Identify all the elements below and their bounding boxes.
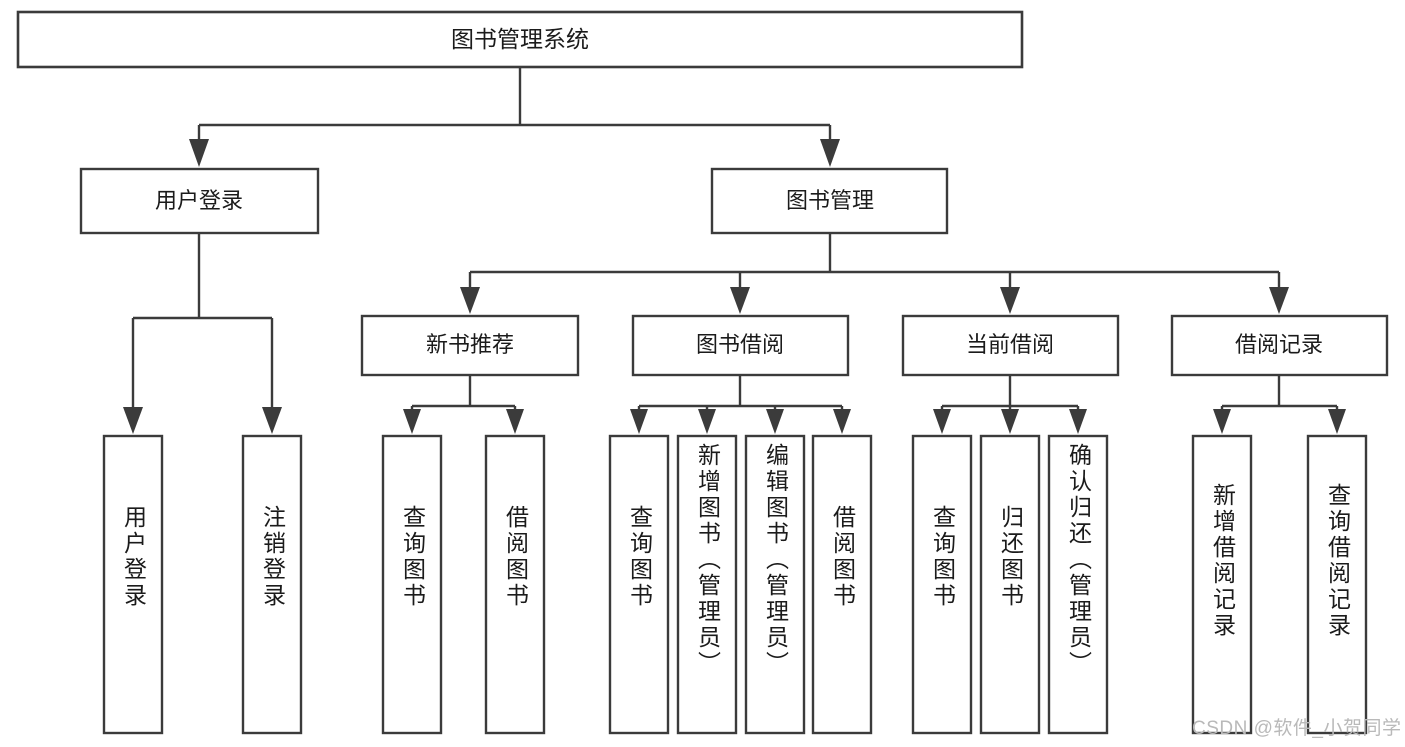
- arrow-book-borrow-leaf-3: [766, 409, 784, 434]
- leaf-rect-new-book-2[interactable]: [484, 434, 546, 735]
- node-book-manage-label: 图书管理: [786, 188, 874, 213]
- arrow-current-borrow-leaf-2: [1001, 409, 1019, 434]
- connector-group-current-borrow: [933, 375, 1087, 434]
- leaf-rects-current-borrow: [911, 434, 1109, 735]
- leaf-rect-user-login-1[interactable]: [102, 434, 164, 735]
- leaf-rect-current-borrow-2[interactable]: [979, 434, 1041, 735]
- node-new-book-recommend[interactable]: 新书推荐: [360, 314, 580, 377]
- node-book-borrow-label: 图书借阅: [696, 332, 784, 357]
- arrow-book-borrow-leaf-2: [698, 409, 716, 434]
- connector-group-new-book-recommend: [403, 375, 524, 434]
- arrow-new-book-leaf-2: [506, 409, 524, 434]
- node-current-borrow-label: 当前借阅: [966, 332, 1054, 357]
- connector-group-root: [189, 67, 840, 167]
- node-borrow-record-label: 借阅记录: [1235, 332, 1323, 357]
- connector-group-borrow-record: [1213, 375, 1346, 434]
- connector-group-user-login: [123, 233, 282, 434]
- node-new-book-recommend-label: 新书推荐: [426, 332, 514, 357]
- node-book-borrow-rect[interactable]: [631, 314, 850, 377]
- arrow-book-manage-to-current: [1000, 287, 1020, 314]
- node-root[interactable]: 图书管理系统: [16, 10, 1024, 69]
- leaf-rect-borrow-record-1[interactable]: [1191, 434, 1253, 735]
- node-user-login-label: 用户登录: [155, 188, 243, 213]
- leaf-rect-book-borrow-2[interactable]: [676, 434, 738, 735]
- csdn-watermark: CSDN @软件_小贺同学: [1192, 718, 1402, 739]
- leaf-rect-new-book-1[interactable]: [381, 434, 443, 735]
- arrow-book-borrow-leaf-1: [630, 409, 648, 434]
- leaf-rects-user-login: [102, 434, 303, 735]
- arrow-borrow-record-leaf-2: [1328, 409, 1346, 434]
- node-borrow-record[interactable]: 借阅记录: [1170, 314, 1389, 377]
- node-root-rect[interactable]: [16, 10, 1024, 69]
- leaf-rects-book-borrow: [608, 434, 873, 735]
- connector-group-book-manage: [460, 233, 1289, 314]
- leaf-rect-current-borrow-1[interactable]: [911, 434, 973, 735]
- arrow-borrow-record-leaf-1: [1213, 409, 1231, 434]
- node-root-label: 图书管理系统: [451, 26, 589, 52]
- arrow-user-login-leaf-1: [123, 407, 143, 434]
- leaf-rect-book-borrow-4[interactable]: [811, 434, 873, 735]
- arrow-new-book-leaf-1: [403, 409, 421, 434]
- leaf-rect-user-login-2[interactable]: [241, 434, 303, 735]
- leaf-rect-book-borrow-1[interactable]: [608, 434, 670, 735]
- arrow-root-to-user-login: [189, 139, 209, 167]
- leaf-rect-current-borrow-3[interactable]: [1047, 434, 1109, 735]
- node-current-borrow-rect[interactable]: [901, 314, 1120, 377]
- leaf-rect-borrow-record-2[interactable]: [1306, 434, 1368, 735]
- node-new-book-recommend-rect[interactable]: [360, 314, 580, 377]
- connector-group-book-borrow: [630, 375, 851, 434]
- node-book-manage-rect[interactable]: [710, 167, 949, 235]
- leaf-rects-new-book-recommend: [381, 434, 546, 735]
- arrow-book-borrow-leaf-4: [833, 409, 851, 434]
- node-book-borrow[interactable]: 图书借阅: [631, 314, 850, 377]
- arrow-root-to-book-manage: [820, 139, 840, 167]
- arrow-book-manage-to-record: [1269, 287, 1289, 314]
- node-user-login-rect[interactable]: [79, 167, 320, 235]
- arrow-book-manage-to-borrow: [730, 287, 750, 314]
- arrow-current-borrow-leaf-3: [1069, 409, 1087, 434]
- node-current-borrow[interactable]: 当前借阅: [901, 314, 1120, 377]
- leaf-rects-borrow-record: [1191, 434, 1368, 735]
- node-book-manage[interactable]: 图书管理: [710, 167, 949, 235]
- arrow-user-login-leaf-2: [262, 407, 282, 434]
- node-user-login[interactable]: 用户登录: [79, 167, 320, 235]
- arrow-current-borrow-leaf-1: [933, 409, 951, 434]
- leaf-rect-book-borrow-3[interactable]: [744, 434, 806, 735]
- node-borrow-record-rect[interactable]: [1170, 314, 1389, 377]
- arrow-book-manage-to-new-book: [460, 287, 480, 314]
